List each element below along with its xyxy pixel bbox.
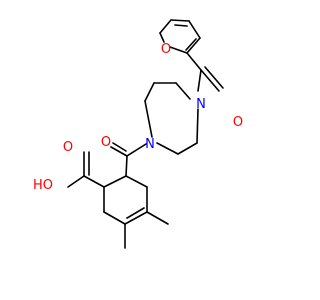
bond	[125, 175, 148, 188]
bond	[146, 211, 169, 225]
bond	[156, 142, 179, 155]
furan-oxygen-label: O	[161, 42, 171, 57]
furan-ring	[159, 19, 201, 54]
furan-carbonyl-oxygen-label: O	[233, 115, 243, 130]
bond	[197, 69, 202, 92]
amide-oxygen-label: O	[101, 135, 111, 150]
bond	[204, 66, 224, 89]
piperazine-ring	[144, 82, 199, 155]
bond	[186, 52, 202, 71]
bond	[174, 24, 188, 27]
bond	[196, 108, 199, 144]
bond	[169, 46, 188, 54]
carboxylic-acid	[67, 151, 105, 188]
bond	[103, 175, 127, 188]
acid-hydroxyl-label: HO	[33, 178, 53, 193]
bond	[200, 69, 220, 92]
amide-carbonyl	[110, 142, 147, 177]
bond	[186, 37, 201, 54]
cyclohexene-ring	[103, 175, 148, 225]
bond	[124, 211, 148, 225]
bond	[126, 207, 145, 219]
molecule-structure: O O N N O O HO	[33, 19, 243, 249]
bond	[185, 38, 197, 51]
furan-carbonyl	[186, 52, 224, 92]
bond	[83, 175, 105, 188]
piperazine-nitrogen-4-label: N	[196, 97, 206, 112]
bond	[112, 142, 127, 152]
bond	[126, 143, 147, 157]
bond	[125, 155, 128, 177]
piperazine-nitrogen-1-label: N	[145, 137, 155, 152]
bond	[110, 146, 128, 157]
bond	[144, 82, 155, 102]
methyl-groups	[124, 211, 169, 249]
bond	[144, 100, 153, 138]
bond	[67, 175, 85, 188]
bond	[103, 211, 126, 225]
bond	[159, 32, 165, 43]
bond	[159, 19, 172, 34]
bond	[175, 82, 191, 100]
bond	[170, 19, 190, 22]
bond	[188, 20, 201, 39]
bond	[177, 142, 198, 155]
acid-carbonyl-oxygen-label: O	[63, 140, 73, 155]
